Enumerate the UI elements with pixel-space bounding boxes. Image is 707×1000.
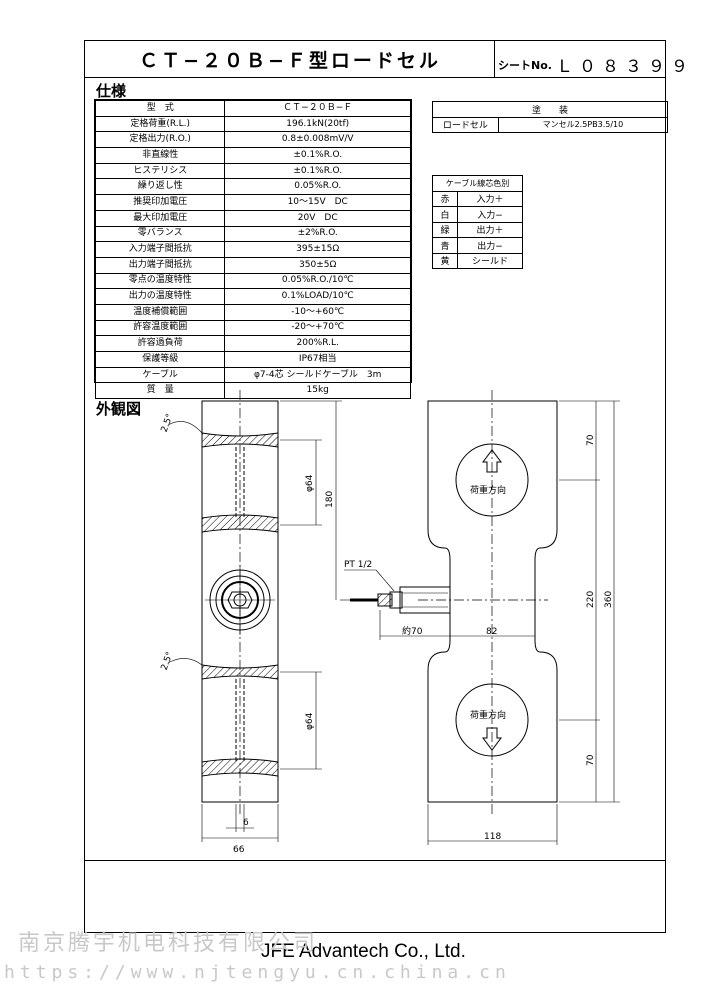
watermark-company: 南京腾宇机电科技有限公司 <box>18 931 319 956</box>
load-dir-bottom-label: 荷重方向 <box>470 709 506 721</box>
coating-box: 塗 装 ロードセル マンセル2.5PB3.5/10 <box>432 101 669 133</box>
load-dir-top-label: 荷重方向 <box>470 484 506 496</box>
spec-row: 温度補償範囲-10〜+60℃ <box>94 303 411 321</box>
angle-bottom-label: 2.5° <box>160 651 176 672</box>
cable-color-box: ケーブル線芯色別赤入力＋白入力−緑出力＋青出力−黄シールド <box>432 175 523 269</box>
side-view-dimensions <box>167 400 342 842</box>
dia-top-label: φ64 <box>305 474 315 492</box>
cable-color-header: ケーブル線芯色別 <box>432 175 523 192</box>
dim-118-label: 118 <box>484 832 501 842</box>
sheet-number: Ｌ０８３９９ <box>556 57 694 77</box>
dim-82-label: 82 <box>486 627 497 637</box>
side-view <box>201 390 279 815</box>
dim-70-bottom-label: 70 <box>586 754 596 766</box>
dim-360-label: 360 <box>604 591 614 608</box>
document-title: ＣＴ−２０Ｂ−Ｆ型ロードセル <box>139 50 441 72</box>
wire-signal: シールド <box>457 252 523 269</box>
watermark-url: https://www.njtengyu.cn.china.cn <box>4 962 511 983</box>
dia-bottom-label: φ64 <box>305 712 315 730</box>
spec-value: 15kg <box>224 382 411 400</box>
angle-top-label: 2.5° <box>160 413 176 434</box>
spec-row: 非直線性±0.1%R.O. <box>94 147 411 164</box>
view-heading: 外観図 <box>96 400 142 418</box>
front-view-dimensions <box>344 400 620 845</box>
thread-label: PT 1/2 <box>344 560 372 570</box>
dim-66-label: 66 <box>233 845 245 855</box>
spec-key: 質 量 <box>94 382 226 400</box>
drawing-frame <box>84 40 666 933</box>
cable-color-row: 緑出力＋ <box>432 221 523 238</box>
cable-color-row: 黄シールド <box>432 252 523 269</box>
dim-approx70-label: 約70 <box>402 625 423 637</box>
dim-70-top-label: 70 <box>586 434 596 446</box>
spec-row: 定格出力(R.O.)0.8±0.008mV/V <box>94 131 411 149</box>
dim-220-label: 220 <box>586 591 596 608</box>
dim-180-label: 180 <box>325 491 335 508</box>
coating-value: マンセル2.5PB3.5/10 <box>497 116 669 133</box>
coating-table: 塗 装 ロードセル マンセル2.5PB3.5/10 <box>432 101 669 133</box>
front-view <box>340 390 558 815</box>
cable-color-table: ケーブル線芯色別赤入力＋白入力−緑出力＋青出力−黄シールド <box>432 175 523 269</box>
sheet-divider <box>494 40 495 78</box>
cable-color-row: 赤入力＋ <box>432 190 523 207</box>
dim-6-label: 6 <box>243 818 249 828</box>
company-name: JFE Advantech Co., Ltd. <box>261 941 466 962</box>
spec-heading: 仕様 <box>96 82 127 100</box>
footer-divider <box>84 860 666 861</box>
sheet-label: シートNo. <box>498 59 552 72</box>
title-row <box>84 40 666 78</box>
